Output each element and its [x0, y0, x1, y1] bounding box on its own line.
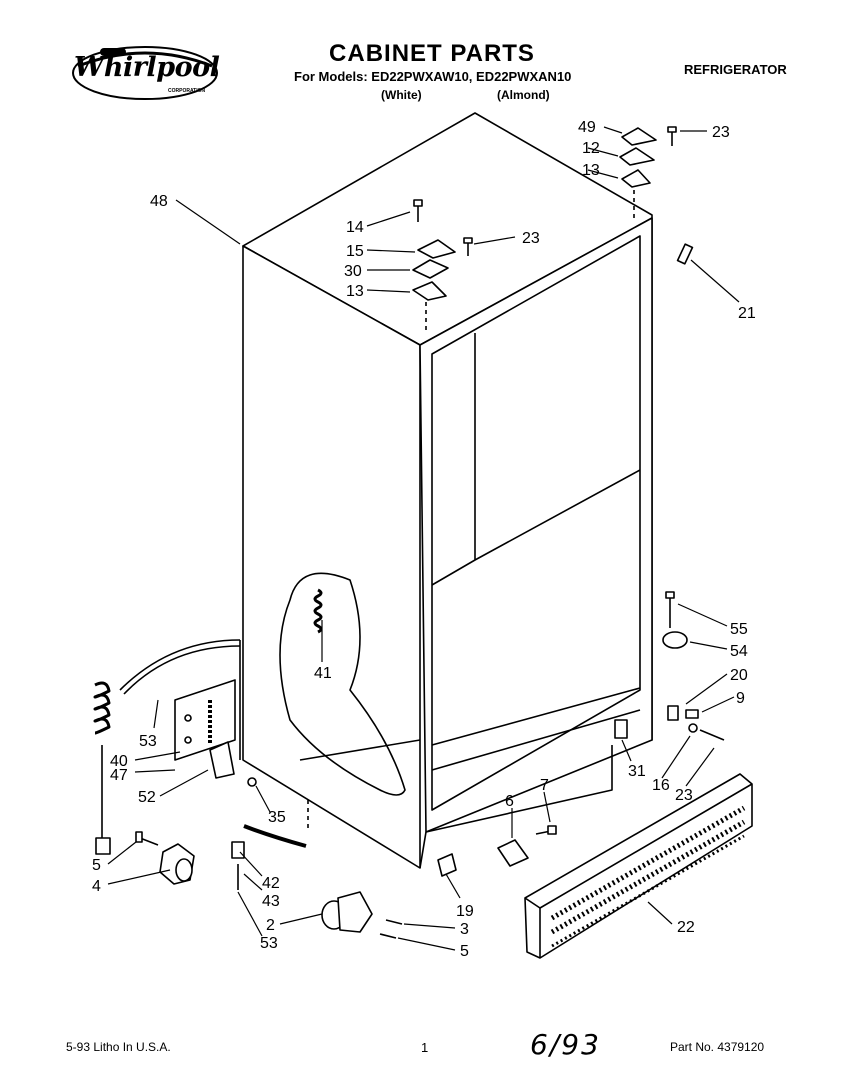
callout-19: 19	[456, 903, 474, 920]
mount-clip-assembly	[209, 741, 257, 787]
callout-23: 23	[675, 787, 693, 804]
page-title: CABINET PARTS	[329, 40, 535, 67]
leader-lines	[107, 126, 740, 951]
callout-13: 13	[346, 283, 364, 300]
callout-5: 5	[92, 857, 101, 874]
callout-30: 30	[344, 263, 362, 280]
compressor-mount-plate	[174, 679, 236, 761]
callout-7: 7	[540, 777, 549, 794]
callout-21: 21	[738, 305, 756, 322]
callout-48: 48	[150, 193, 168, 210]
callout-6: 6	[505, 793, 514, 810]
callout-54: 54	[730, 643, 748, 660]
callout-53: 53	[260, 935, 278, 952]
callout-2: 2	[266, 917, 275, 934]
callout-52: 52	[138, 789, 156, 806]
bracket-6-assembly	[497, 825, 557, 867]
callout-13: 13	[582, 162, 600, 179]
logo-swoosh-icon	[72, 46, 218, 100]
brand-subtitle: CORPORATION	[168, 88, 206, 94]
cabinet-shell	[239, 112, 653, 869]
left-top-hinge-assembly	[412, 199, 473, 330]
base-grille	[524, 773, 753, 959]
callout-23: 23	[522, 230, 540, 247]
callout-labels: 49 23 12 13 48 14 15 23 30 13 21 55 54 2…	[92, 119, 756, 960]
power-cord	[93, 639, 241, 855]
callout-55: 55	[730, 621, 748, 638]
callout-22: 22	[677, 919, 695, 936]
callout-9: 9	[736, 690, 745, 707]
callout-16: 16	[652, 777, 670, 794]
callout-4: 4	[92, 878, 101, 895]
part-number: Part No. 4379120	[670, 1040, 765, 1054]
callout-53: 53	[139, 733, 157, 750]
callout-43: 43	[262, 893, 280, 910]
litho-note: 5-93 Litho In U.S.A.	[66, 1040, 171, 1054]
callout-14: 14	[346, 219, 364, 236]
callout-20: 20	[730, 667, 748, 684]
clip-19	[437, 853, 457, 877]
page-number: 1	[421, 1040, 429, 1055]
callout-42: 42	[262, 875, 280, 892]
right-lower-hinge-assembly	[662, 591, 725, 741]
tube-clamp-assembly	[231, 800, 309, 890]
callout-3: 3	[460, 921, 469, 938]
models-line: For Models: ED22PWXAW10, ED22PWXAN10	[294, 69, 572, 84]
callout-5: 5	[460, 943, 469, 960]
callout-12: 12	[582, 140, 600, 157]
callout-31: 31	[628, 763, 646, 780]
door-stop-clip	[676, 243, 694, 265]
callout-35: 35	[268, 809, 286, 826]
color-white-label: (White)	[381, 88, 422, 102]
callout-15: 15	[346, 243, 364, 260]
handwritten-date: 6/93	[530, 1028, 601, 1061]
brand-name: Whirlpool	[74, 52, 220, 83]
leveling-leg-assembly	[135, 831, 195, 885]
callout-41: 41	[314, 665, 332, 682]
whirlpool-logo: Whirlpool CORPORATION	[70, 42, 220, 104]
callout-49: 49	[578, 119, 596, 136]
appliance-type: REFRIGERATOR	[684, 62, 787, 77]
condenser-coil	[313, 588, 323, 634]
front-roller-assembly	[321, 891, 403, 939]
callout-40: 40	[110, 753, 128, 770]
bracket-31	[614, 719, 628, 739]
callout-47: 47	[110, 767, 128, 784]
color-almond-label: (Almond)	[497, 88, 550, 102]
callout-23: 23	[712, 124, 730, 141]
right-top-hinge-assembly	[619, 126, 677, 222]
